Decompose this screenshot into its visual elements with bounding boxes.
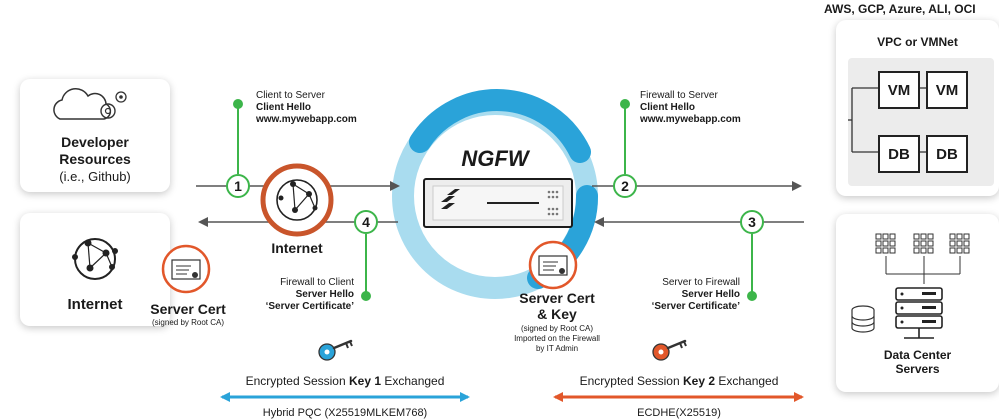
server-cert-key-sub2: Imported on the Firewall <box>514 334 600 343</box>
session1-prefix: Encrypted Session <box>245 374 349 388</box>
session1-algo: Hybrid PQC (X25519MLKEM768) <box>262 407 428 419</box>
internet-center-label: Internet <box>271 240 323 256</box>
step-4-line3: ‘Server Certificate’ <box>265 301 354 312</box>
server-cert-title: Server Cert <box>150 301 226 317</box>
db-box-1: DB <box>878 135 920 173</box>
datacenter-line2: Servers <box>895 362 940 376</box>
step-2-text: Firewall to Server Client Hello www.mywe… <box>640 90 780 126</box>
developer-line2: Resources <box>59 151 131 167</box>
datacenter-line1: Data Center <box>883 348 952 362</box>
developer-resources-card: Developer Resources (i.e., Github) <box>20 79 170 192</box>
server-cert-key-title: Server Cert & Key <box>503 290 611 322</box>
session2-suffix: Exchanged <box>715 374 779 388</box>
step-3-line1: Server to Firewall <box>662 277 740 288</box>
step-4-badge: 4 <box>354 210 378 234</box>
server-cert-key-title2: & Key <box>537 306 577 322</box>
db-box-2: DB <box>926 135 968 173</box>
network-globe-icon <box>72 238 118 280</box>
session1-label: Encrypted Session Key 1 Exchanged <box>200 374 490 388</box>
step-1-line1: Client to Server <box>256 90 325 101</box>
vpc-card: VPC or VMNet VM VM DB DB <box>836 20 999 196</box>
server-cert-key-sub3: by IT Admin <box>535 344 579 353</box>
ngfw-appliance <box>423 178 573 228</box>
key-1-icon <box>317 337 357 363</box>
step-3-text: Server to Firewall Server Hello ‘Server … <box>600 277 740 313</box>
vm-box-1: VM <box>878 71 920 109</box>
step-4-line1: Firewall to Client <box>280 277 354 288</box>
step-3-badge: 3 <box>740 210 764 234</box>
step-3-line2: Server Hello <box>681 289 740 300</box>
session1-suffix: Exchanged <box>381 374 445 388</box>
server-cert-key-sub: (signed by Root CA) Imported on the Fire… <box>498 324 616 354</box>
datacenter-card: Data Center Servers <box>836 214 999 392</box>
ngfw-label: NGFW <box>461 146 529 171</box>
cloud-providers-label: AWS, GCP, Azure, ALI, OCI <box>824 2 976 16</box>
cloud-gears-icon <box>53 88 127 120</box>
internet-center-icon <box>259 162 335 238</box>
vpc-title: VPC or VMNet <box>877 35 958 49</box>
step-2-line3: www.mywebapp.com <box>640 114 741 125</box>
session2-algo: ECDHE(X25519) <box>637 407 721 419</box>
step-4-line2: Server Hello <box>295 289 354 300</box>
step-1-line2: Client Hello <box>256 102 312 113</box>
vpc-inner-panel: VM VM DB DB <box>848 58 994 186</box>
vpc-connectors <box>848 87 926 153</box>
datacenter-label: Data Center Servers <box>836 348 999 376</box>
session1-key: Key 1 <box>348 374 382 388</box>
step-callouts <box>233 99 757 301</box>
datacenter-servers-icon <box>851 233 970 339</box>
server-cert-icon <box>161 244 211 294</box>
internet-card-label: Internet <box>67 296 123 313</box>
step-1-line3: www.mywebapp.com <box>256 114 357 125</box>
key-2-icon <box>651 337 691 363</box>
step-2-line2: Client Hello <box>640 102 696 113</box>
developer-line3: (i.e., Github) <box>59 169 131 184</box>
developer-line1: Developer <box>61 134 129 150</box>
step-4-text: Firewall to Client Server Hello ‘Server … <box>214 277 354 313</box>
step-1-badge: 1 <box>226 174 250 198</box>
vm-box-2: VM <box>926 71 968 109</box>
step-2-badge: 2 <box>613 174 637 198</box>
internet-card: Internet <box>20 213 170 326</box>
server-cert-key-icon <box>528 240 578 290</box>
server-cert-key-title1: Server Cert <box>519 290 595 306</box>
session2-key: Key 2 <box>682 374 716 388</box>
step-2-line1: Firewall to Server <box>640 90 718 101</box>
session2-prefix: Encrypted Session <box>579 374 683 388</box>
server-cert-sub: (signed by Root CA) <box>151 318 225 327</box>
server-cert-key-sub1: (signed by Root CA) <box>520 324 594 333</box>
session2-label: Encrypted Session Key 2 Exchanged <box>534 374 824 388</box>
step-1-text: Client to Server Client Hello www.myweba… <box>256 90 396 126</box>
step-3-line3: ‘Server Certificate’ <box>651 301 740 312</box>
